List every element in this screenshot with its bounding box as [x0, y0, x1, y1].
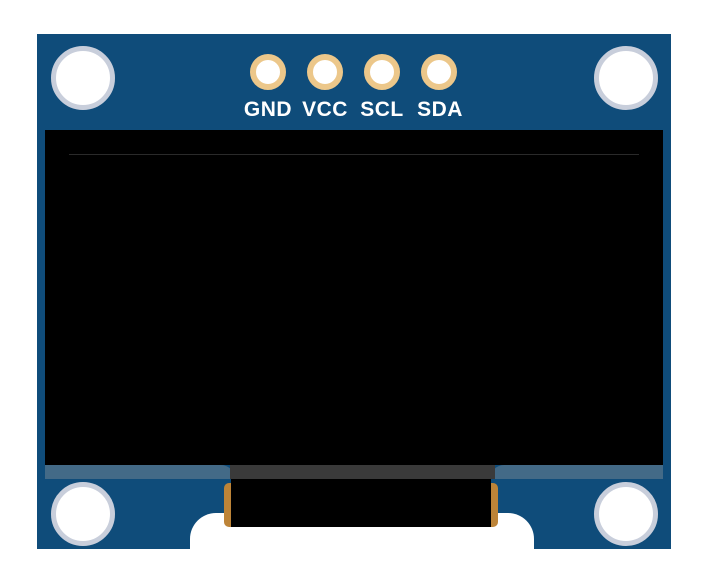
- pin-label-gnd: GND: [243, 98, 293, 121]
- pin-label-scl: SCL: [360, 98, 404, 121]
- glass-edge-left: [45, 465, 235, 479]
- oled-screen: [45, 130, 663, 465]
- mounting-hole-top-right: [594, 46, 658, 110]
- pin-scl: [364, 54, 400, 90]
- pin-gnd: [250, 54, 286, 90]
- pin-vcc: [307, 54, 343, 90]
- glass-edge-right: [490, 465, 663, 479]
- pin-label-vcc: VCC: [302, 98, 348, 121]
- screen-reflection-line: [69, 154, 639, 155]
- mounting-hole-top-left: [51, 46, 115, 110]
- glass-edge-center: [230, 465, 495, 479]
- flex-ribbon-cable: [231, 479, 491, 527]
- pin-sda: [421, 54, 457, 90]
- mounting-hole-bottom-left: [51, 482, 115, 546]
- pin-label-sda: SDA: [417, 98, 463, 121]
- mounting-hole-bottom-right: [594, 482, 658, 546]
